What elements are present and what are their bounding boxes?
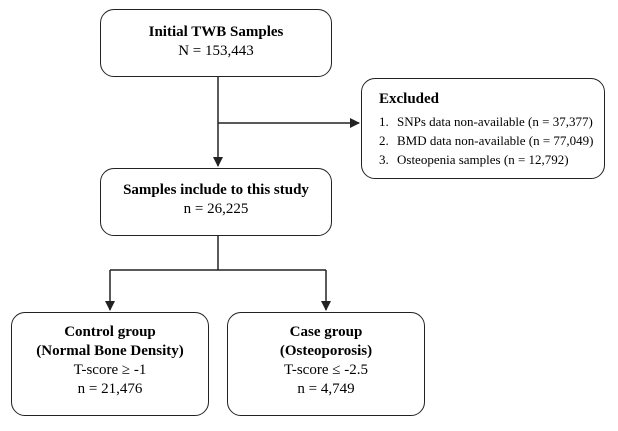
excluded-item-text: BMD data non-available (n = 77,049) bbox=[397, 133, 594, 148]
excluded-item-number: 1. bbox=[379, 114, 389, 129]
control-group-subtitle: (Normal Bone Density) bbox=[36, 343, 184, 359]
excluded-box: Excluded 1. SNPs data non-available (n = … bbox=[361, 78, 605, 179]
excluded-item: 1. SNPs data non-available (n = 37,377) bbox=[379, 112, 604, 131]
excluded-item-number: 3. bbox=[379, 152, 389, 167]
excluded-item-number: 2. bbox=[379, 133, 389, 148]
control-group-criterion: T-score ≥ -1 bbox=[73, 362, 147, 378]
excluded-item: 2. BMD data non-available (n = 77,049) bbox=[379, 131, 604, 150]
initial-samples-box: Initial TWB Samples N = 153,443 bbox=[100, 9, 332, 77]
excluded-item-text: Osteopenia samples (n = 12,792) bbox=[397, 152, 569, 167]
excluded-item: 3. Osteopenia samples (n = 12,792) bbox=[379, 150, 604, 169]
control-group-count: n = 21,476 bbox=[77, 381, 143, 397]
case-group-count: n = 4,749 bbox=[297, 381, 355, 397]
initial-samples-count: N = 153,443 bbox=[178, 43, 254, 59]
excluded-item-text: SNPs data non-available (n = 37,377) bbox=[397, 114, 593, 129]
initial-samples-title: Initial TWB Samples bbox=[148, 24, 284, 40]
case-group-criterion: T-score ≤ -2.5 bbox=[284, 362, 368, 378]
study-samples-box: Samples include to this study n = 26,225 bbox=[100, 168, 332, 236]
control-group-title: Control group bbox=[64, 324, 156, 340]
study-samples-count: n = 26,225 bbox=[183, 201, 249, 217]
study-samples-title: Samples include to this study bbox=[123, 182, 309, 198]
case-group-subtitle: (Osteoporosis) bbox=[279, 343, 373, 359]
excluded-title: Excluded bbox=[379, 91, 440, 107]
control-group-box: Control group (Normal Bone Density) T-sc… bbox=[11, 312, 209, 416]
case-group-title: Case group bbox=[289, 324, 363, 340]
case-group-box: Case group (Osteoporosis) T-score ≤ -2.5… bbox=[227, 312, 425, 416]
